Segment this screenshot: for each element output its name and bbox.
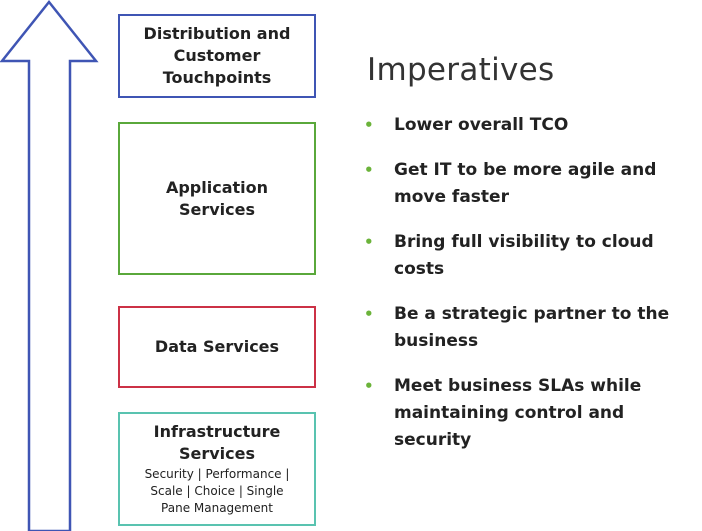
imperatives-heading: Imperatives <box>367 52 555 88</box>
application-services-box: Application Services <box>118 122 316 275</box>
imperative-text: Lower overall TCO <box>394 115 569 135</box>
imperative-text: Meet business SLAs while maintaining con… <box>394 376 642 450</box>
imperative-text: Bring full visibility to cloud costs <box>394 232 654 279</box>
bullet-icon: • <box>364 116 374 134</box>
imperative-text: Be a strategic partner to the business <box>394 304 670 351</box>
bullet-icon: • <box>364 233 374 251</box>
imperative-item: • Be a strategic partner to the business <box>364 301 694 355</box>
data-title: Data Services <box>154 337 280 356</box>
upward-arrow <box>0 0 99 531</box>
infrastructure-subtitle: Security | Performance | Scale | Choice … <box>144 467 290 515</box>
imperative-item: • Get IT to be more agile and move faster <box>364 157 694 211</box>
distribution-title: Distribution and Customer Touchpoints <box>143 24 291 87</box>
imperatives-list: • Lower overall TCO • Get IT to be more ag… <box>364 112 694 472</box>
imperative-item: • Bring full visibility to cloud costs <box>364 229 694 283</box>
data-services-box: Data Services <box>118 306 316 388</box>
infrastructure-services-box: Infrastructure Services Security | Perfo… <box>118 412 316 526</box>
imperative-item: • Meet business SLAs while maintaining co… <box>364 373 694 454</box>
application-title: Application Services <box>165 177 269 219</box>
infrastructure-title: Infrastructure Services <box>153 422 281 463</box>
bullet-icon: • <box>364 161 374 179</box>
imperative-item: • Lower overall TCO <box>364 112 694 139</box>
bullet-icon: • <box>364 377 374 395</box>
imperative-text: Get IT to be more agile and move faster <box>394 160 657 207</box>
bullet-icon: • <box>364 305 374 323</box>
distribution-touchpoints-box: Distribution and Customer Touchpoints <box>118 14 316 98</box>
